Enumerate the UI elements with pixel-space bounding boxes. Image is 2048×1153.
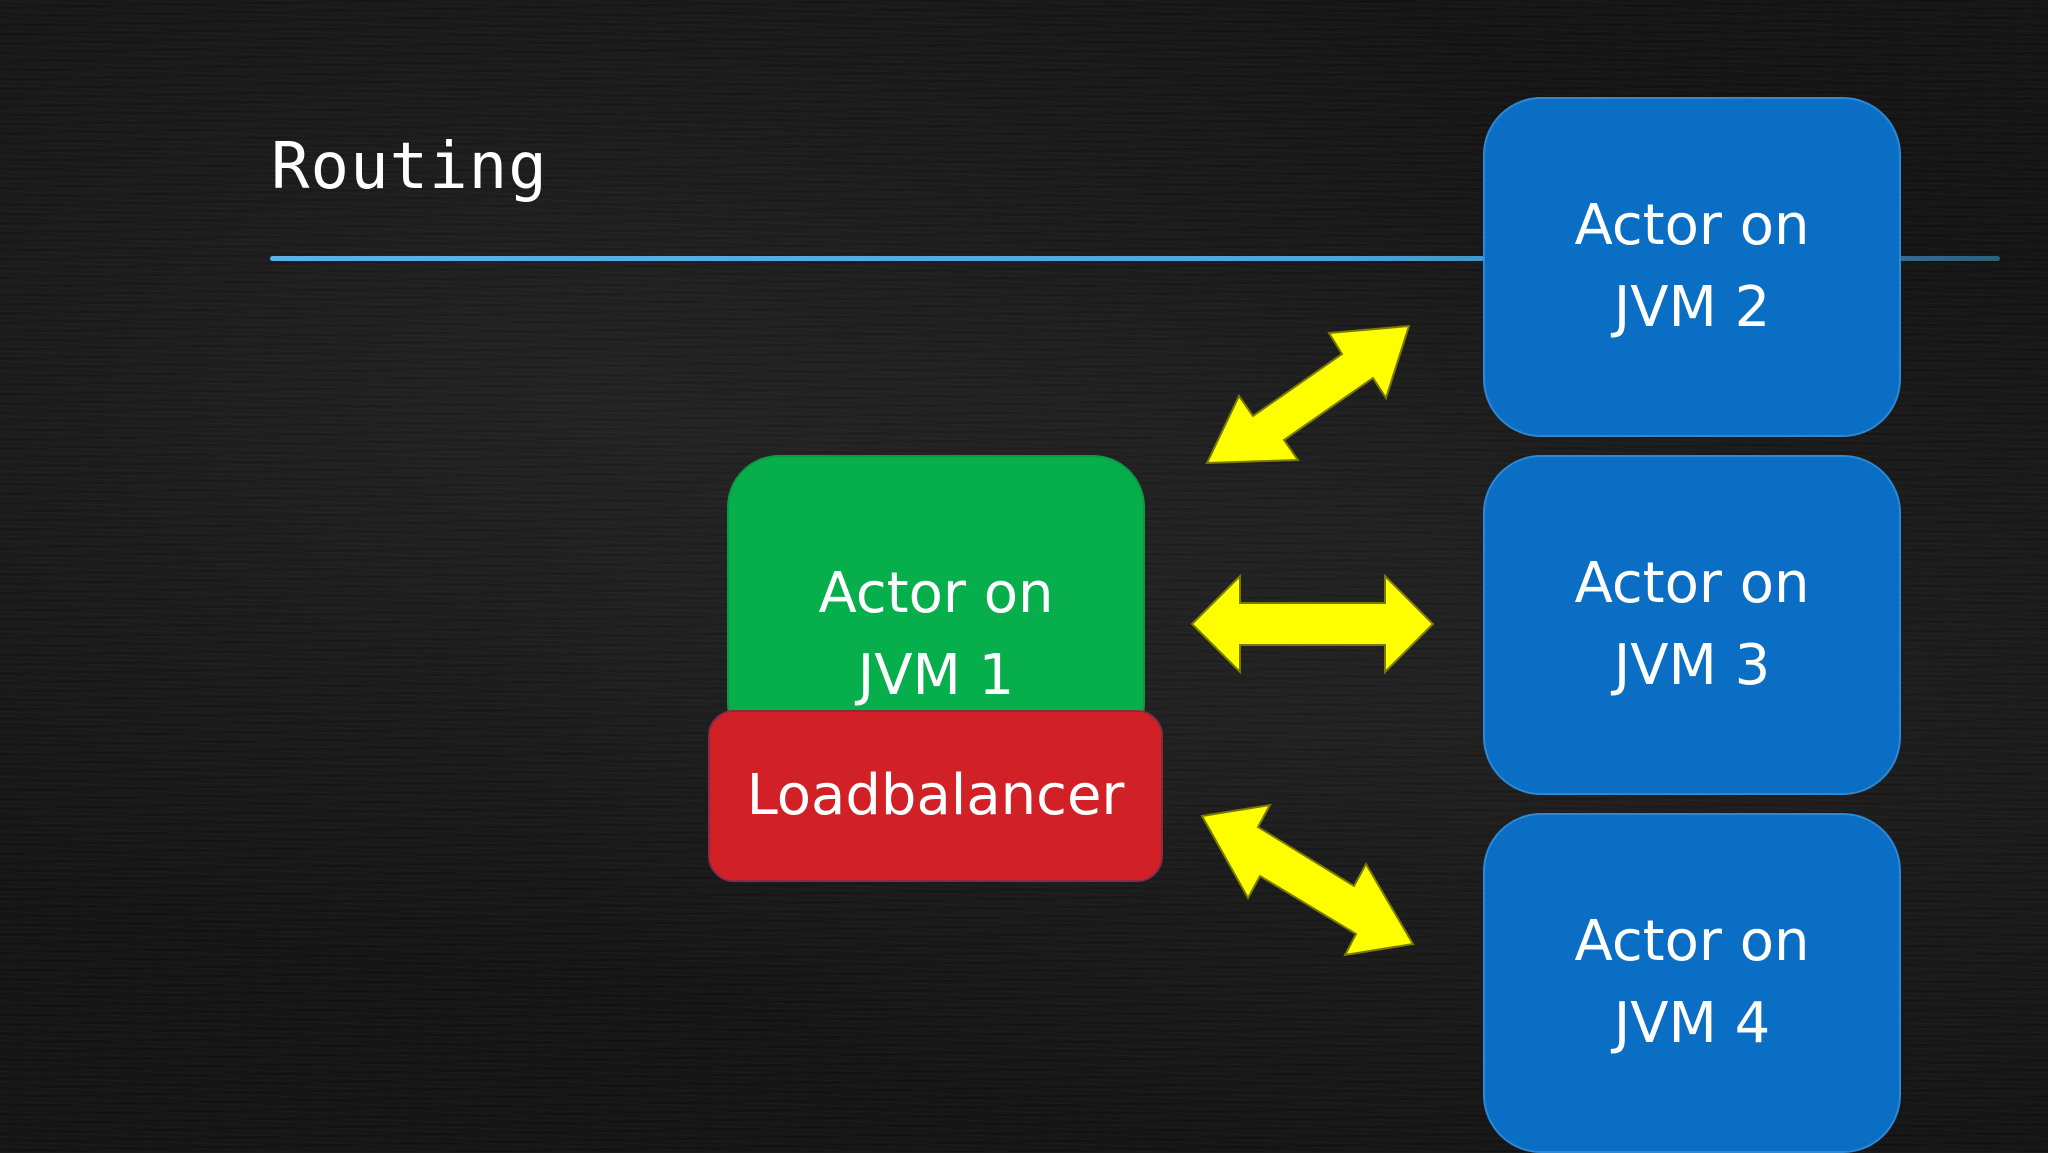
node-actor-jvm3-label: Actor on JVM 3 <box>1574 551 1810 698</box>
node-actor-jvm4-label: Actor on JVM 4 <box>1574 909 1810 1056</box>
arrow-jvm1-jvm3 <box>1190 573 1435 675</box>
node-loadbalancer: Loadbalancer <box>708 710 1163 882</box>
node-actor-jvm3: Actor on JVM 3 <box>1483 455 1901 795</box>
arrow-loadbalancer-jvm4 <box>1200 803 1415 957</box>
arrow-jvm1-jvm2 <box>1205 324 1411 465</box>
title-underline <box>270 256 2000 261</box>
node-actor-jvm4: Actor on JVM 4 <box>1483 813 1901 1153</box>
node-loadbalancer-label: Loadbalancer <box>746 763 1125 828</box>
node-actor-jvm2: Actor on JVM 2 <box>1483 97 1901 437</box>
node-actor-jvm1: Actor on JVM 1 <box>727 455 1145 755</box>
node-actor-jvm1-label: Actor on JVM 1 <box>818 561 1054 708</box>
slide-title: Routing <box>271 130 548 204</box>
node-actor-jvm2-label: Actor on JVM 2 <box>1574 193 1810 340</box>
